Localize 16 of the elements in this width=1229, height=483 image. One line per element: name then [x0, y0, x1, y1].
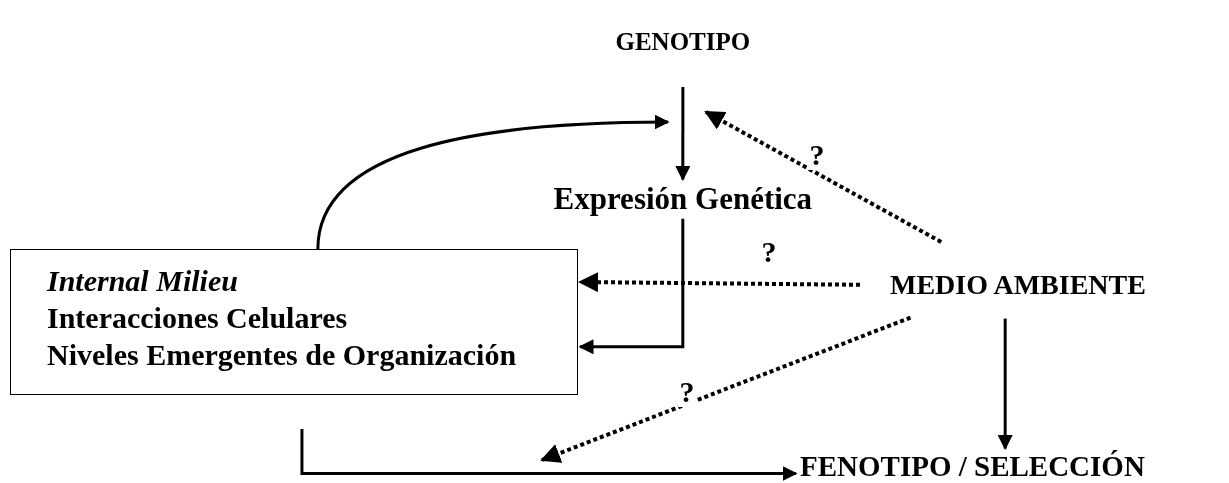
arrow [578, 218, 685, 355]
arrow [997, 318, 1013, 450]
arrow [300, 429, 798, 482]
environment-label: MEDIO AMBIENTE [890, 268, 1146, 302]
gene-expression-label: Expresión Genética [553, 179, 813, 217]
organism-box [10, 249, 578, 395]
dotted-arrow [540, 315, 912, 463]
box-text: Niveles Emergentes de Organización [47, 337, 518, 373]
arrow [316, 114, 670, 250]
dotted-arrow [578, 272, 861, 293]
box-text: Interacciones Celulares [47, 300, 349, 336]
box-text: Internal Milieu [47, 263, 239, 299]
phenotype-label: FENOTIPO / SELECCIÓN [800, 448, 1145, 483]
dotted-arrow [704, 110, 943, 244]
genotype-label: GENOTIPO [615, 27, 751, 57]
arrow [675, 87, 691, 181]
